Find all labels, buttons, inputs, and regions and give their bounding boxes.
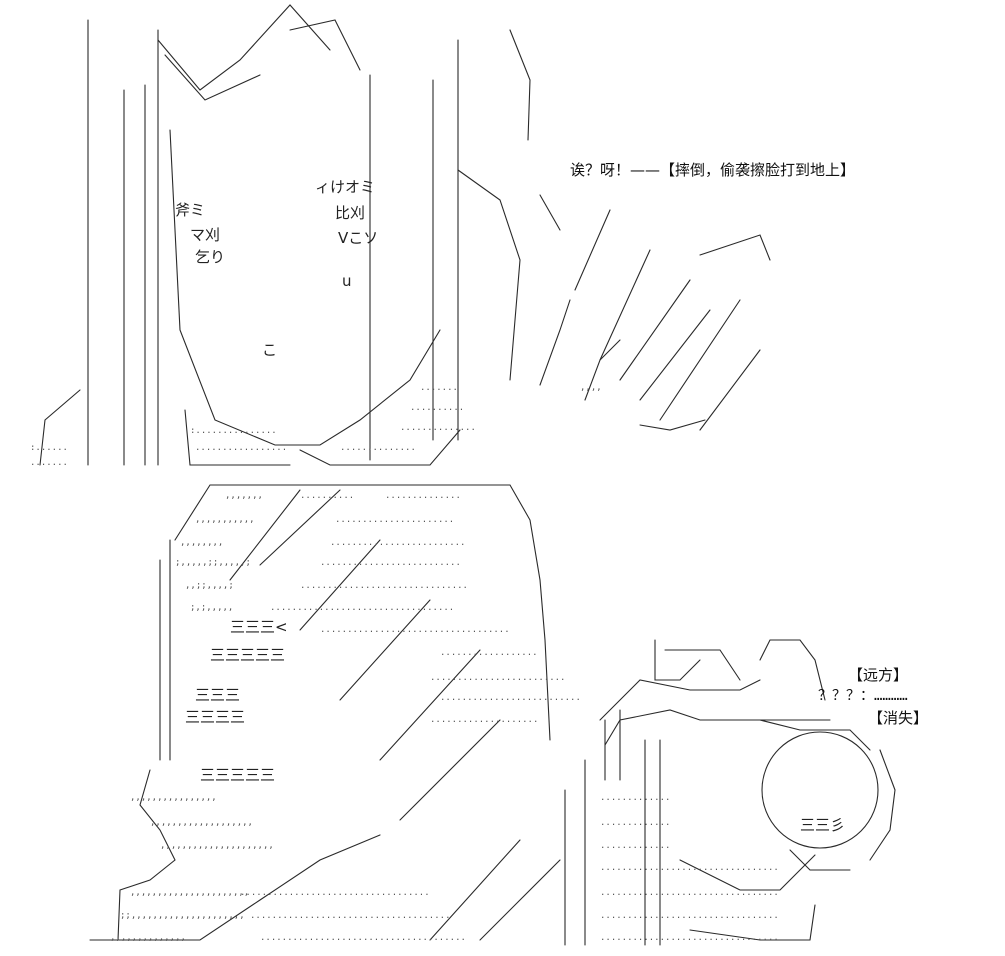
label-question: ？？？：………… [818,689,908,703]
distant-figure-outline [599,639,896,871]
label-distance: 【远方】 [848,666,909,684]
svg-text:..............: .............. [340,443,416,453]
svg-text:..........................: .......................... [320,558,461,568]
svg-text:..............................: ................................. [600,863,779,873]
svg-text:..........: .......... [410,403,464,413]
svg-text::......: :...... [30,443,68,453]
svg-text:.......: ....... [420,383,458,393]
svg-text:..............................: .................................. [270,603,454,613]
svg-text:,,,,,,,,,,,,,,,,,,,,,,: ,,,,,,,,,,,,,,,,,,,,,, [130,888,249,898]
mouth: u [342,272,352,290]
svg-text:..............................: ................................. [600,888,779,898]
eye-right: Vこソ [338,229,378,247]
svg-text:,,,,,,,,,,,,,,: ,,,,,,,,,,,,,, [110,933,186,943]
svg-text:,,,,,,,,,,,,,,,,,,,,,: ,,,,,,,,,,,,,,,,,,,,, [160,841,274,851]
svg-text:,,,,,,,,,,,: ,,,,,,,,,,, [195,515,255,525]
svg-text:;;,,,,,,,,,,,,,,,,,,,,,: ;;,,,,,,,,,,,,,,,,,,,,, [120,911,245,921]
svg-text:;,,,,,;;,,,,,;: ;,,,,,;;,,,,,; [175,558,251,568]
svg-text:..........: .......... [300,491,354,501]
svg-text:.........................: ......................... [430,673,565,683]
label-vanish: 【消失】 [868,709,929,727]
tag-right: ィけオミ [315,178,375,196]
svg-text:,,,,,,,,: ,,,,,,,, [180,538,223,548]
sleeve-mark-2: 三三三三三 [210,646,285,664]
face-features: 斧ミ マ刈 乞り ィけオミ 比刈 Vこソ u こ [175,178,378,359]
sleeve-mark-5: 三三三三三 [200,766,275,784]
svg-text:,,;;,,,,;: ,,;;,,,,; [185,581,234,591]
svg-text:..........................: .......................... [440,693,581,703]
character-body-outline [89,484,816,946]
sleeve-mark-4: 三三三三 [185,708,245,726]
svg-text:.........................: ......................... [330,538,465,548]
sleeve-mark-3: 三三三 [195,686,240,704]
svg-text:,,,,,,,,,,,,,,,,,,,: ,,,,,,,,,,,,,,,,,,, [150,818,253,828]
svg-text::...............: :............... [190,426,277,436]
brow-right: 比刈 [335,204,365,222]
svg-text:..............................: ................................. [600,933,779,943]
svg-text:,,,,: ,,,, [580,383,602,393]
svg-text:..............: .............. [400,423,476,433]
brow-left: 斧ミ [175,201,205,219]
speech-line: 诶？呀！——【摔倒，偷袭擦脸打到地上】 [570,161,856,179]
hand-mark: 三三彡 [800,816,845,834]
svg-text:..............: .............. [385,491,461,501]
question-dots: ………… [874,688,908,704]
svg-text:......................: ...................... [335,515,454,525]
svg-text:..............................: ...................................... [260,933,466,943]
sleeve-marks: 三三三< 三三三三三 三三三 三三三三 三三三三三 三三彡 [185,618,845,834]
svg-text:..............................: ..................................... [250,911,450,921]
svg-text:.......: ....... [30,458,68,468]
eye-left-a: マ刈 [190,226,220,244]
question-marks: ？？？： [818,688,874,704]
nose: こ [262,341,277,359]
svg-text:,,,,,,,,,,,,,,,,: ,,,,,,,,,,,,,,,, [130,793,217,803]
shading-dots: :............... ................. :....… [30,383,779,943]
svg-text:.............: ............. [600,841,670,851]
svg-text:..............................: ................................... [320,625,510,635]
character-head-outline [39,4,771,466]
svg-text:....................: .................... [430,715,538,725]
svg-text:..............................: ............................... [300,581,468,591]
svg-text:.............: ............. [600,818,670,828]
svg-text:.............: ............. [600,793,670,803]
eye-left-b: 乞り [195,248,225,266]
sleeve-mark-1: 三三三< [230,618,288,636]
svg-text:,,,,,,,: ,,,,,,, [225,491,263,501]
svg-text:.................: ................. [195,443,287,453]
svg-text:..................: .................. [440,648,538,658]
svg-text:..............................: ................................... [240,888,430,898]
svg-text:..............................: ................................. [600,911,779,921]
svg-text:;,;,,,,,: ;,;,,,,, [190,603,233,613]
